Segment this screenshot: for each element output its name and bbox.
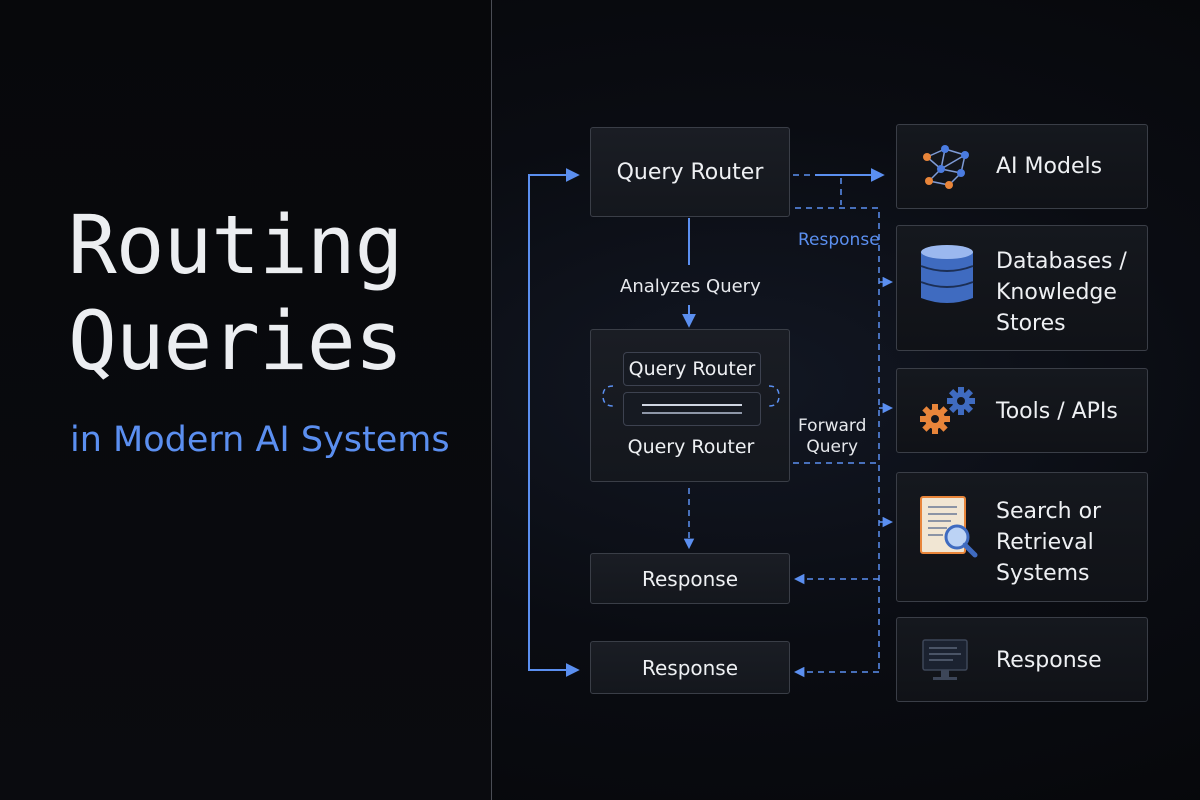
vertical-divider [491, 0, 492, 800]
response-node-1-label: Response [641, 566, 739, 591]
forward-line-2: Query [806, 437, 859, 457]
document-search-icon [920, 496, 978, 558]
databases-label: Databases / Knowledge Stores [996, 249, 1127, 336]
response-node-1: Response [590, 553, 790, 604]
response-resource-label: Response [996, 648, 1102, 673]
database-icon [920, 245, 974, 303]
title-line-2: Queries [68, 295, 403, 389]
monitor-icon [922, 639, 968, 680]
query-router-group: Query Router Query Router [590, 329, 790, 482]
databases-node: Databases / Knowledge Stores [896, 225, 1148, 351]
response-node-2-label: Response [641, 655, 739, 680]
title-line-1: Routing [68, 199, 403, 293]
query-router-label: Query Router [616, 159, 764, 185]
search-retrieval-label: Search or Retrieval Systems [996, 499, 1102, 586]
inner-query-bar [623, 392, 761, 426]
ai-models-node: AI Models [896, 124, 1148, 209]
response-resource-node: Response [896, 617, 1148, 702]
ai-models-label: AI Models [996, 154, 1103, 179]
loop-line [528, 174, 580, 677]
inner-query-router-label: Query Router [628, 358, 756, 380]
forward-query-label: Forward Query [798, 416, 866, 458]
gears-icon [920, 387, 975, 434]
inner-query-router: Query Router [623, 352, 761, 386]
response-edge-label: Response [798, 230, 880, 250]
group-brackets [602, 385, 780, 407]
forward-line-1: Forward [798, 416, 867, 436]
page-title: Routing Queries [68, 198, 403, 390]
network-icon [923, 145, 969, 189]
tools-apis-node: Tools / APIs [896, 368, 1148, 453]
bus-top [795, 207, 880, 672]
query-router-node: Query Router [590, 127, 790, 217]
router-group-label: Query Router [627, 436, 755, 458]
search-retrieval-node: Search or Retrieval Systems [896, 472, 1148, 602]
page-subtitle: in Modern AI Systems [70, 420, 450, 460]
response-node-2: Response [590, 641, 790, 694]
tools-apis-label: Tools / APIs [996, 399, 1118, 424]
analyzes-query-label: Analyzes Query [620, 276, 761, 297]
left-panel: Routing Queries in Modern AI Systems [0, 0, 491, 800]
